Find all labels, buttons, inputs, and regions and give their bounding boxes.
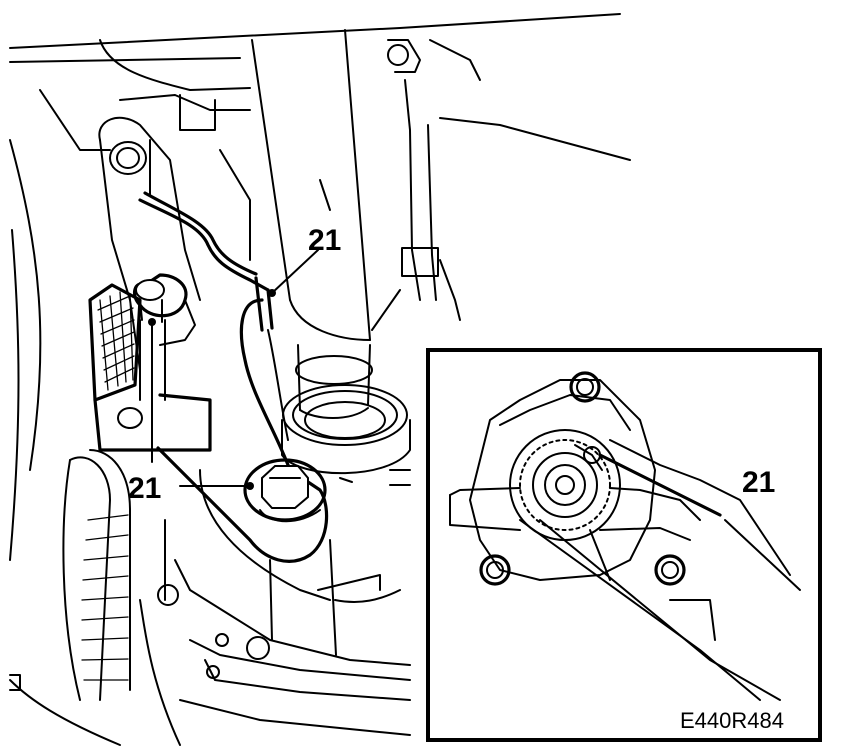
sensor-housing [88, 273, 212, 452]
control-arm [98, 116, 201, 371]
inset-frame [426, 348, 822, 742]
leader-lower-left-dot [148, 318, 156, 326]
background-frame-lines [9, 13, 631, 746]
callout-label-detail: 21 [742, 466, 775, 499]
lower-bolt [243, 458, 327, 523]
gearbox-housing [139, 469, 411, 746]
leader-lower-right-dot [246, 482, 254, 490]
left-edge-detail [9, 674, 21, 691]
leader-upper-dot [268, 289, 276, 297]
callout-label-upper: 21 [308, 224, 341, 257]
vertical-shaft [251, 29, 373, 419]
leader-upper [271, 249, 319, 294]
callout-label-lower: 21 [128, 472, 161, 505]
right-link [371, 39, 461, 331]
main-view [9, 13, 631, 746]
sensor-wire [138, 191, 274, 332]
hub-seal [281, 384, 411, 475]
reference-code: E440R484 [680, 708, 784, 733]
detail-inset [426, 348, 822, 742]
drive-boot [62, 449, 131, 701]
wire-bracket [156, 298, 329, 563]
